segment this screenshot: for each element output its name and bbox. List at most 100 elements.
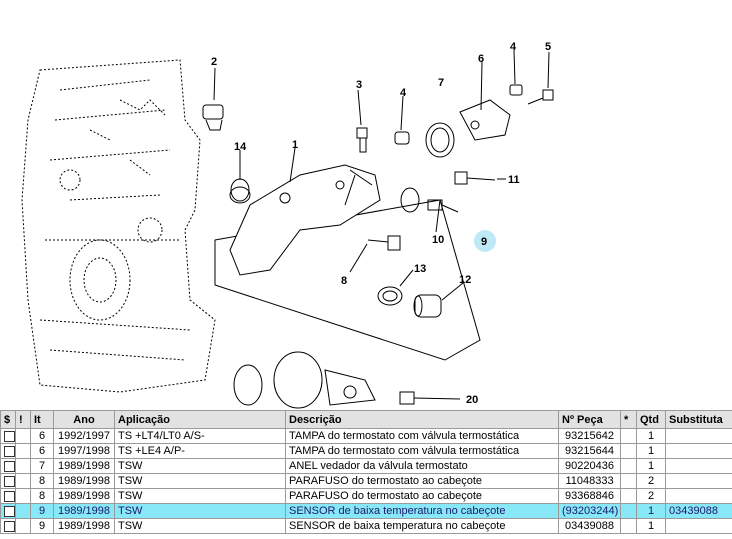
- row-checkbox[interactable]: [0, 428, 16, 444]
- sensor-3: [356, 127, 368, 153]
- checkbox[interactable]: [4, 490, 15, 502]
- row-checkbox[interactable]: [0, 473, 16, 489]
- row-flag: [15, 473, 31, 489]
- cell-star: [620, 473, 637, 489]
- bolt-5: [527, 89, 554, 105]
- row-flag: [15, 518, 31, 534]
- engine-block-drawing: [21, 59, 216, 393]
- row-checkbox[interactable]: [0, 443, 16, 459]
- callout-2[interactable]: 2: [211, 56, 217, 68]
- callout-3[interactable]: 3: [356, 79, 362, 91]
- seal-7: [425, 122, 455, 158]
- col-header-substituta[interactable]: Substituta: [665, 410, 732, 429]
- col-header-aplicacao[interactable]: Aplicação: [114, 410, 286, 429]
- cell-substituta: [665, 443, 732, 459]
- hose-12: [413, 294, 442, 318]
- cell-descricao: PARAFUSO do termostato ao cabeçote: [285, 473, 559, 489]
- checkbox[interactable]: [4, 460, 15, 472]
- col-header-qtd[interactable]: Qtd: [636, 410, 666, 429]
- col-header-peca[interactable]: Nº Peça: [558, 410, 621, 429]
- cell-qtd: 1: [636, 518, 666, 534]
- callout-11[interactable]: 11: [508, 174, 520, 186]
- cell-substituta: [665, 518, 732, 534]
- callout-12[interactable]: 12: [459, 274, 471, 286]
- bolt-20: [399, 391, 461, 405]
- cell-it: 8: [30, 473, 54, 489]
- cell-qtd: 1: [636, 458, 666, 474]
- row-checkbox[interactable]: [0, 458, 16, 474]
- cell-aplicacao: TSW: [114, 503, 286, 519]
- cell-ano: 1989/1998: [53, 503, 115, 519]
- callout-8[interactable]: 8: [341, 275, 347, 287]
- callout-7[interactable]: 7: [438, 77, 444, 89]
- col-header-it[interactable]: It: [30, 410, 54, 429]
- cell-descricao: SENSOR de baixa temperatura no cabeçote: [285, 503, 559, 519]
- callout-5[interactable]: 5: [545, 41, 551, 53]
- cell-it: 8: [30, 488, 54, 504]
- cell-ano: 1989/1998: [53, 488, 115, 504]
- o-ring-10: [400, 187, 420, 213]
- col-header-star[interactable]: *: [620, 410, 637, 429]
- cell-star: [620, 503, 637, 519]
- cover-6: [459, 99, 511, 141]
- callout-4a[interactable]: 4: [400, 87, 407, 99]
- callout-9[interactable]: 9: [481, 236, 487, 248]
- checkbox[interactable]: [4, 520, 15, 532]
- callout-20[interactable]: 20: [466, 394, 478, 406]
- plug-2: [202, 104, 224, 131]
- col-header-dollar[interactable]: $: [0, 410, 16, 429]
- cell-peca: (93203244): [558, 503, 621, 519]
- checkbox[interactable]: [4, 430, 15, 442]
- row-checkbox[interactable]: [0, 488, 16, 504]
- checkbox[interactable]: [4, 475, 15, 487]
- row-checkbox[interactable]: [0, 518, 16, 534]
- parts-table: $ ! It Ano Aplicação Descrição Nº Peça *…: [0, 410, 732, 534]
- cell-qtd: 1: [636, 503, 666, 519]
- cell-peca: 11048333: [558, 473, 621, 489]
- cell-aplicacao: TSW: [114, 473, 286, 489]
- cell-aplicacao: TSW: [114, 458, 286, 474]
- bushing-4a: [394, 131, 410, 145]
- checkbox[interactable]: [4, 445, 15, 457]
- cell-aplicacao: TSW: [114, 488, 286, 504]
- callout-14[interactable]: 14: [234, 141, 247, 153]
- cell-descricao: PARAFUSO do termostato ao cabeçote: [285, 488, 559, 504]
- col-header-descricao[interactable]: Descrição: [285, 410, 559, 429]
- callout-1[interactable]: 1: [292, 139, 298, 151]
- col-header-excl[interactable]: !: [15, 410, 31, 429]
- cell-substituta: [665, 473, 732, 489]
- cell-qtd: 2: [636, 488, 666, 504]
- cell-descricao: ANEL vedador da válvula termostato: [285, 458, 559, 474]
- row-flag: [15, 488, 31, 504]
- cell-aplicacao: TS +LT4/LT0 A/S-: [114, 428, 286, 444]
- callout-6[interactable]: 6: [478, 53, 484, 65]
- cell-ano: 1989/1998: [53, 518, 115, 534]
- cell-it: 7: [30, 458, 54, 474]
- cell-substituta: [665, 488, 732, 504]
- callout-13[interactable]: 13: [414, 263, 426, 275]
- callout-4b[interactable]: 4: [510, 41, 517, 53]
- selected-callout-highlight: [474, 230, 496, 252]
- cell-aplicacao: TSW: [114, 518, 286, 534]
- cell-aplicacao: TS +LE4 A/P-: [114, 443, 286, 459]
- callout-10[interactable]: 10: [432, 234, 444, 246]
- leader-lines: [213, 49, 550, 301]
- cell-star: [620, 518, 637, 534]
- cell-it: 6: [30, 428, 54, 444]
- exploded-parts-diagram: 2 3 4 4 5 6 7 1 14 11 10 9 8 13 12 20: [21, 41, 554, 409]
- row-checkbox[interactable]: [0, 503, 16, 519]
- checkbox[interactable]: [4, 505, 15, 517]
- cell-it: 9: [30, 503, 54, 519]
- row-flag: [15, 443, 31, 459]
- cell-star: [620, 428, 637, 444]
- col-header-ano[interactable]: Ano: [53, 410, 115, 429]
- cell-star: [620, 443, 637, 459]
- cell-peca: 93215642: [558, 428, 621, 444]
